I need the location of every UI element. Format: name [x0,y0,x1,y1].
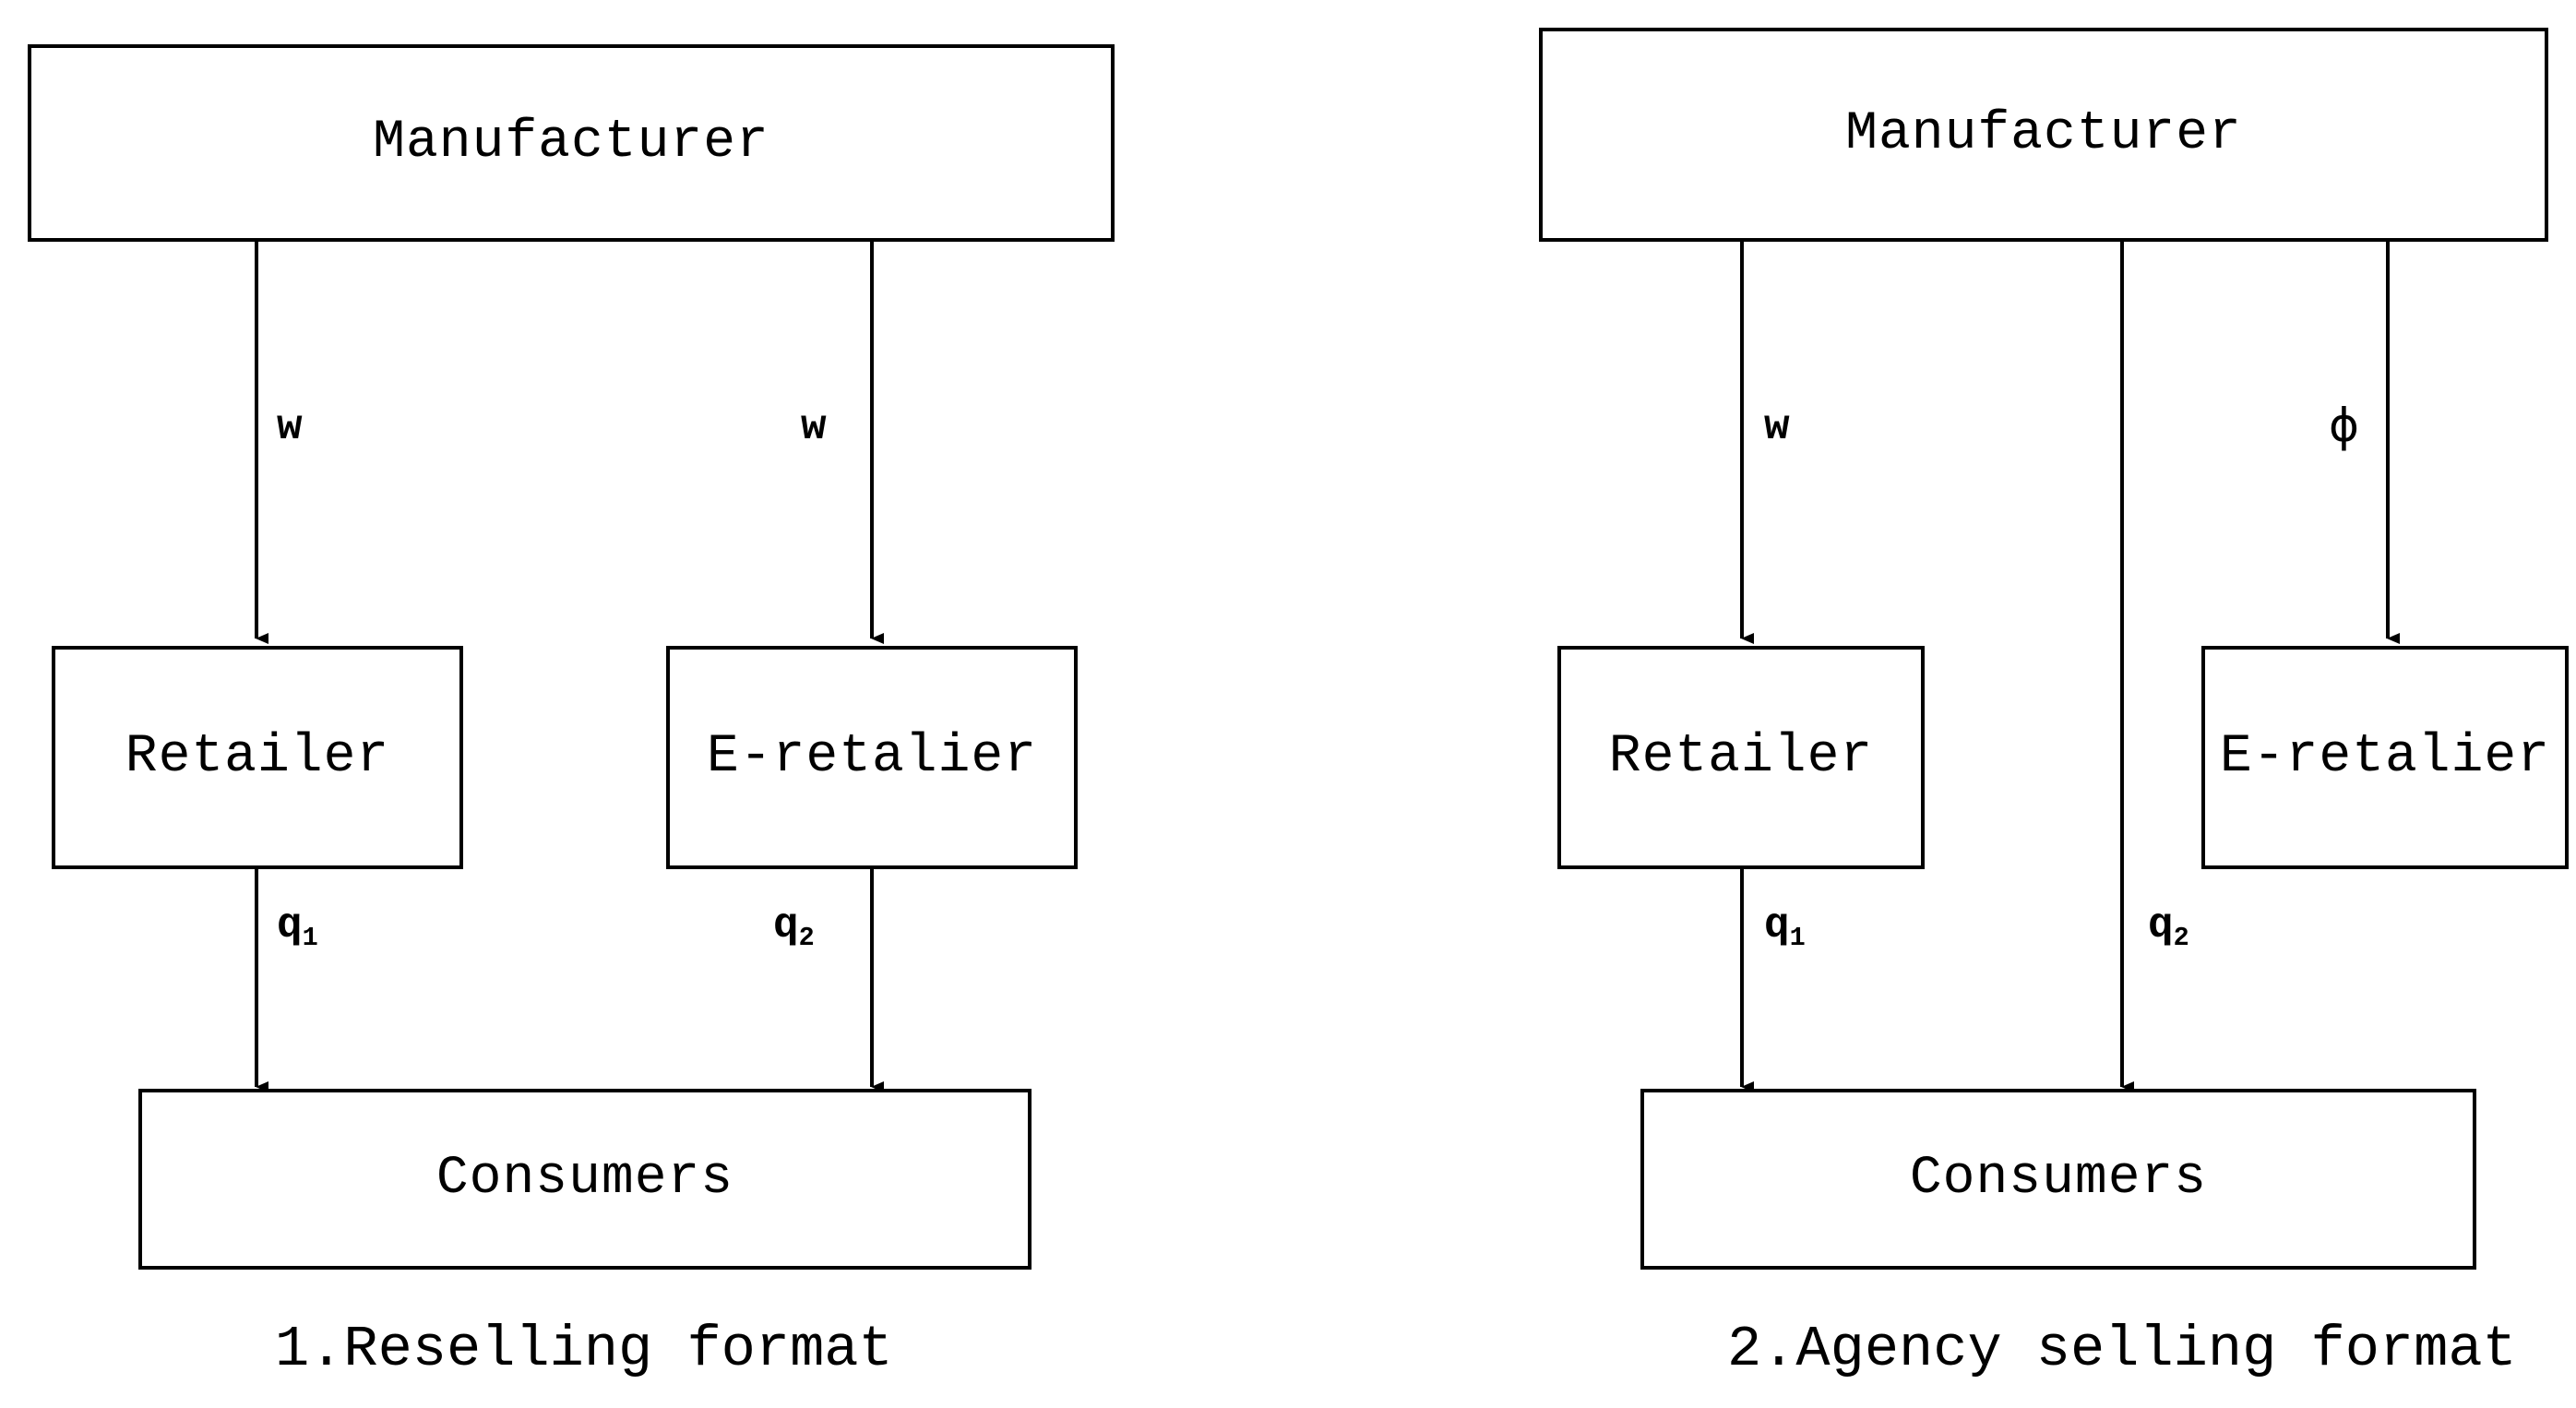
right-edge-label-q2-sub: 2 [2173,922,2189,953]
right-node-manufacturer[interactable]: Manufacturer [1539,28,2548,242]
left-edge-label-w-retailer-text: w [277,403,303,451]
right-edge-label-w-retailer: w [1764,406,1790,448]
right-edge-label-q1: q1 [1764,901,1806,950]
left-node-eretailer-label: E-retalier [706,727,1038,787]
right-node-manufacturer-label: Manufacturer [1845,104,2242,164]
right-edge-label-q1-base: q [1764,901,1790,949]
left-node-retailer[interactable]: Retailer [52,646,463,869]
right-edge-label-q2: q2 [2148,901,2189,950]
left-panel-caption: 1.Reselling format [275,1317,893,1382]
left-node-retailer-label: Retailer [125,727,390,787]
left-edge-label-q2: q2 [773,901,815,950]
right-edge-label-phi-eretailer: ϕ [2329,402,2359,448]
left-edge-label-w-eretailer-text: w [801,403,827,451]
left-edge-label-q2-base: q [773,901,799,949]
left-node-consumers-label: Consumers [435,1149,734,1209]
left-node-eretailer[interactable]: E-retalier [666,646,1078,869]
left-edge-label-w-eretailer: w [801,406,827,448]
right-node-eretailer[interactable]: E-retalier [2201,646,2569,869]
left-edge-label-w-retailer: w [277,406,303,448]
right-node-retailer[interactable]: Retailer [1557,646,1925,869]
left-node-manufacturer-label: Manufacturer [373,113,769,173]
right-edge-label-q1-sub: 1 [1789,922,1806,953]
right-edge-label-w-retailer-text: w [1764,403,1790,451]
right-node-consumers-label: Consumers [1909,1149,2208,1209]
left-node-consumers[interactable]: Consumers [138,1089,1032,1270]
right-node-consumers[interactable]: Consumers [1640,1089,2476,1270]
left-edge-label-q1: q1 [277,901,318,950]
right-edge-label-q2-base: q [2148,901,2174,949]
right-edge-label-phi-text: ϕ [2329,399,2359,452]
right-node-retailer-label: Retailer [1608,727,1874,787]
left-edge-label-q1-base: q [277,901,303,949]
left-node-manufacturer[interactable]: Manufacturer [28,44,1115,242]
right-panel-caption: 2.Agency selling format [1727,1317,2517,1382]
right-node-eretailer-label: E-retalier [2219,727,2551,787]
left-edge-label-q2-sub: 2 [798,922,815,953]
left-edge-label-q1-sub: 1 [302,922,318,953]
